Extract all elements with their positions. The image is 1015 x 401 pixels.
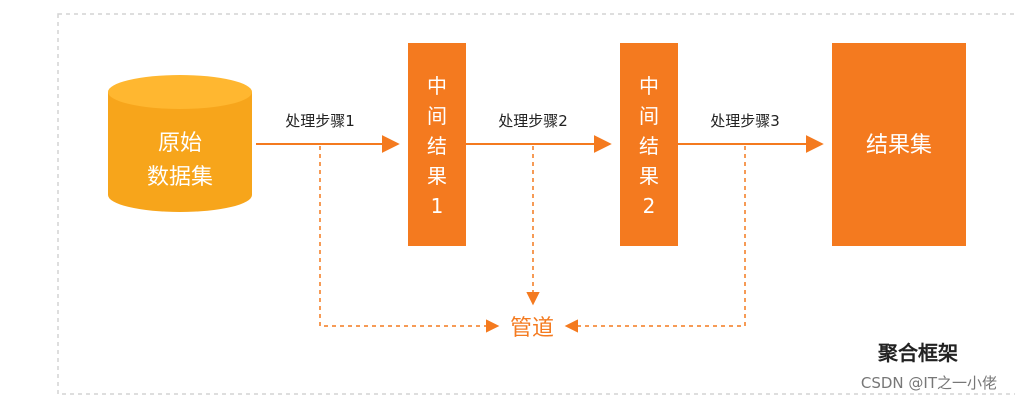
step-1-label: 处理步骤1 (285, 112, 355, 130)
intermediate-2-char: 中 (639, 74, 659, 98)
pipeline-connector-left (319, 146, 500, 333)
intermediate-2-char: 2 (643, 194, 656, 218)
result-set-box: 结果集 (832, 43, 966, 246)
intermediate-result-1-box: 中 间 结 果 1 (408, 43, 466, 246)
source-label-line1: 原始 (158, 131, 202, 156)
step-2-label: 处理步骤2 (498, 112, 568, 130)
csdn-watermark: CSDN @IT之一小佬 (860, 374, 997, 392)
intermediate-2-char: 间 (639, 104, 659, 128)
pipeline-connector-right (564, 146, 746, 333)
intermediate-result-2-box: 中 间 结 果 2 (620, 43, 678, 246)
intermediate-1-char: 果 (427, 164, 447, 188)
intermediate-1-char: 1 (431, 194, 444, 218)
intermediate-1-char: 中 (427, 74, 447, 98)
intermediate-1-char: 结 (427, 134, 447, 158)
source-dataset-cylinder: 原始 数据集 (108, 75, 252, 212)
pipeline-label: 管道 (510, 316, 554, 341)
framework-label: 聚合框架 (877, 341, 958, 365)
result-set-label: 结果集 (866, 133, 932, 158)
intermediate-1-char: 间 (427, 104, 447, 128)
step-3-label: 处理步骤3 (710, 112, 780, 130)
source-label-line2: 数据集 (147, 165, 213, 190)
framework-border (57, 13, 1015, 395)
intermediate-2-char: 结 (639, 134, 659, 158)
intermediate-2-char: 果 (639, 164, 659, 188)
